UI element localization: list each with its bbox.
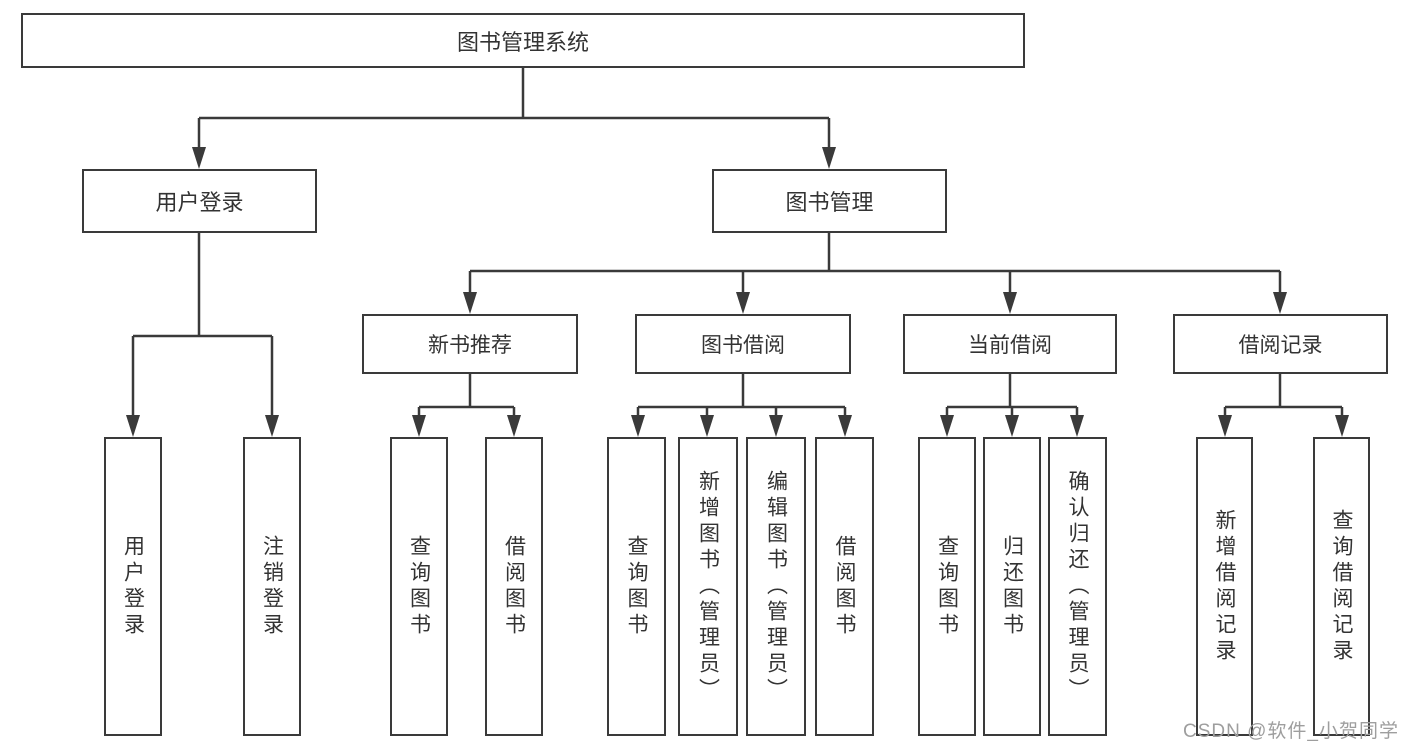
leaf-label: 借阅图书 [833, 534, 856, 639]
leaf-edit-books-admin: 编辑图书（管理员） [746, 437, 806, 736]
leaf-label: 新增图书（管理员） [696, 469, 720, 704]
leaf-query-books-borrow: 查询图书 [607, 437, 666, 736]
leaf-query-borrow-record: 查询借阅记录 [1313, 437, 1370, 736]
leaf-return-books: 归还图书 [983, 437, 1041, 736]
node-current-borrow: 当前借阅 [903, 314, 1117, 374]
arrowheads [126, 147, 1349, 437]
leaf-label: 归还图书 [1000, 534, 1024, 639]
leaf-label: 确认归还（管理员） [1066, 469, 1089, 704]
leaf-label: 查询图书 [935, 534, 959, 639]
node-label: 图书管理 [785, 190, 874, 215]
leaf-label: 编辑图书（管理员） [764, 469, 788, 704]
leaf-label: 用户登录 [121, 534, 145, 639]
node-borrow-records: 借阅记录 [1173, 314, 1388, 374]
node-label: 当前借阅 [968, 334, 1052, 357]
leaf-borrow-books: 借阅图书 [815, 437, 874, 736]
leaf-add-books-admin: 新增图书（管理员） [678, 437, 738, 736]
csdn-watermark: CSDN @软件_小贺同学 [1183, 721, 1399, 742]
leaf-label: 借阅图书 [502, 534, 526, 639]
node-label: 图书借阅 [701, 334, 785, 357]
leaf-add-borrow-record: 新增借阅记录 [1196, 437, 1253, 736]
node-user-login: 用户登录 [82, 169, 317, 233]
leaf-label: 查询图书 [407, 534, 431, 639]
node-label: 用户登录 [155, 190, 244, 215]
node-book-management: 图书管理 [712, 169, 947, 233]
node-label: 新书推荐 [428, 334, 512, 357]
leaf-label: 注销登录 [260, 534, 284, 639]
leaf-label: 查询图书 [625, 534, 648, 639]
leaf-user-login: 用户登录 [104, 437, 162, 736]
leaf-label: 新增借阅记录 [1213, 508, 1236, 665]
leaf-borrow-books-recommend: 借阅图书 [485, 437, 543, 736]
node-library-management-system: 图书管理系统 [21, 13, 1025, 68]
leaf-logout: 注销登录 [243, 437, 301, 736]
node-book-borrow: 图书借阅 [635, 314, 851, 374]
node-label: 借阅记录 [1238, 334, 1323, 357]
leaf-query-books-current: 查询图书 [918, 437, 976, 736]
leaf-query-books-recommend: 查询图书 [390, 437, 448, 736]
node-new-book-recommend: 新书推荐 [362, 314, 578, 374]
leaf-label: 查询借阅记录 [1330, 508, 1353, 665]
node-label: 图书管理系统 [456, 29, 589, 55]
leaf-confirm-return-admin: 确认归还（管理员） [1048, 437, 1107, 736]
